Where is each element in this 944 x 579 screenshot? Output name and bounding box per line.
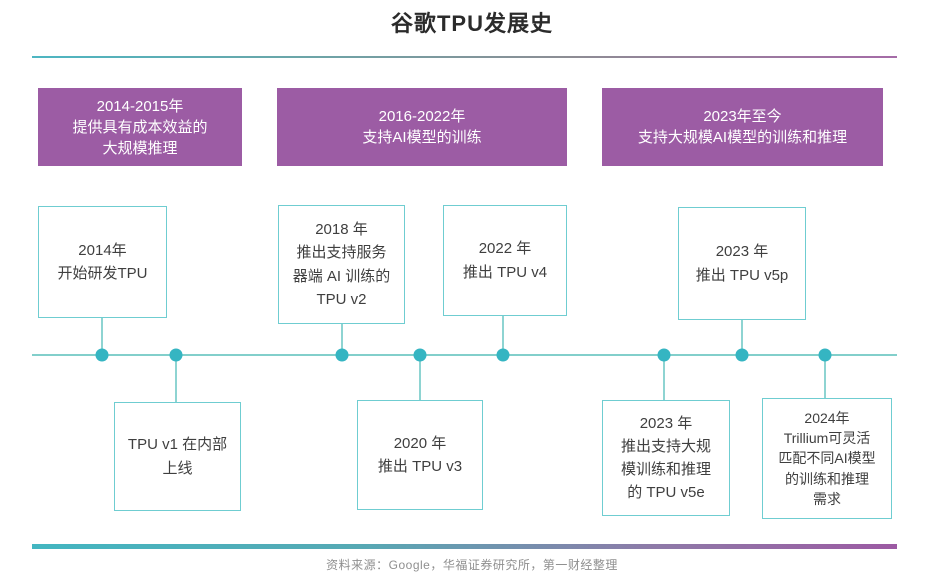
phase-period: 2023年至今: [703, 108, 782, 125]
source-note: 资料来源：Google，华福证券研究所，第一财经整理: [326, 558, 618, 572]
event-text: 2024年 Trillium可灵活 匹配不同AI模型 的训练和推理 需求: [778, 409, 876, 507]
event-box-2020-tpu-v3: 2020 年 推出 TPU v3: [357, 400, 483, 510]
event-box-tpu-v1-launch: TPU v1 在内部 上线: [114, 402, 241, 511]
event-box-2022-tpu-v4: 2022 年 推出 TPU v4: [443, 205, 567, 316]
event-text: 2018 年 推出支持服务 器端 AI 训练的 TPU v2: [292, 221, 391, 308]
connector-2022: [502, 314, 504, 355]
event-text: 2014年 开始研发TPU: [57, 241, 148, 282]
phase-box-2023-now: 2023年至今 支持大规模AI模型的训练和推理: [602, 88, 883, 166]
connector-2023-v5e: [663, 355, 665, 400]
timeline-dot-2023-v5p: [735, 348, 749, 362]
phase-period: 2016-2022年: [378, 108, 466, 125]
timeline-axis: [32, 354, 897, 356]
timeline-dot-2024: [818, 348, 832, 362]
top-divider-line: [32, 56, 897, 58]
event-box-2023-tpu-v5p: 2023 年 推出 TPU v5p: [678, 207, 806, 320]
connector-2018: [341, 322, 343, 355]
phase-box-2014-2015: 2014-2015年 提供具有成本效益的 大规模推理: [38, 88, 242, 166]
phase-period: 2014-2015年: [96, 97, 184, 115]
phase-box-2016-2022: 2016-2022年 支持AI模型的训练: [277, 88, 567, 166]
connector-2023-v5p: [741, 318, 743, 355]
connector-tpu-v1: [175, 355, 177, 402]
event-text: TPU v1 在内部 上线: [127, 436, 228, 477]
timeline-dot-tpu-v1: [169, 348, 183, 362]
timeline-dot-2022: [496, 348, 510, 362]
event-text: 2023 年 推出支持大规 模训练和推理 的 TPU v5e: [620, 414, 711, 502]
phase-description: 提供具有成本效益的 大规模推理: [72, 118, 208, 157]
timeline-dot-2014: [95, 348, 109, 362]
timeline-dot-2018: [335, 348, 349, 362]
event-text: 2020 年 推出 TPU v3: [377, 434, 463, 475]
timeline-dot-2023-v5e: [657, 348, 671, 362]
timeline-dot-2020: [413, 348, 427, 362]
event-box-2014-start: 2014年 开始研发TPU: [38, 206, 167, 318]
phase-description: 支持大规模AI模型的训练和推理: [637, 129, 848, 146]
event-box-2018-tpu-v2: 2018 年 推出支持服务 器端 AI 训练的 TPU v2: [278, 205, 405, 324]
bottom-divider-line: [32, 544, 897, 549]
page-title: 谷歌TPU发展史: [390, 11, 553, 36]
connector-2024: [824, 355, 826, 398]
connector-2014: [101, 316, 103, 355]
event-box-2024-trillium: 2024年 Trillium可灵活 匹配不同AI模型 的训练和推理 需求: [762, 398, 892, 519]
event-text: 2023 年 推出 TPU v5p: [695, 243, 789, 284]
event-box-2023-tpu-v5e: 2023 年 推出支持大规 模训练和推理 的 TPU v5e: [602, 400, 730, 516]
phase-description: 支持AI模型的训练: [362, 129, 482, 146]
connector-2020: [419, 355, 421, 400]
event-text: 2022 年 推出 TPU v4: [462, 240, 548, 281]
